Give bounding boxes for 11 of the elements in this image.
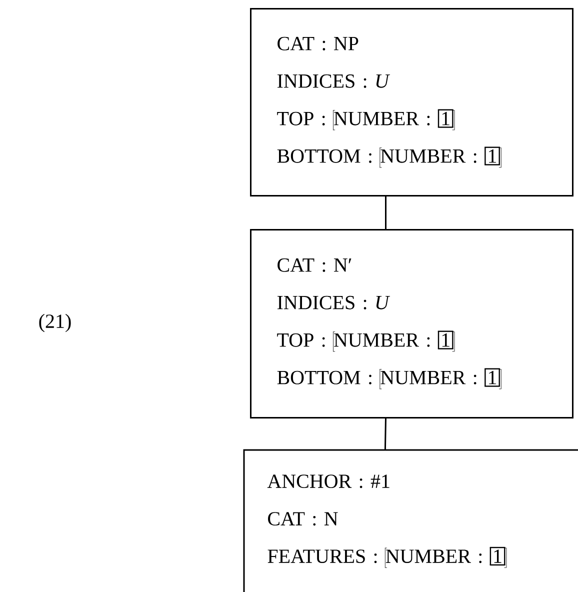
tag-box: 1 <box>484 146 500 166</box>
tag-box: 1 <box>438 109 454 128</box>
tag-box: 1 <box>438 330 454 350</box>
feature-structure-box: CAT : N′ INDICES : U TOP : NUMBER : 1 BOTTOM : NUMBER : 1 <box>250 229 574 418</box>
tree-branch-line <box>384 418 386 450</box>
tag-box: 1 <box>484 368 500 387</box>
tree-branch-line <box>385 196 386 229</box>
feature-structure-box: ANCHOR : #1 CAT : N FEATURES : NUMBER : 1 <box>243 449 578 592</box>
example-number: (21) <box>39 314 71 332</box>
tag-box: 1 <box>490 546 506 566</box>
feature-structure-box: CAT : NP INDICES : U TOP : NUMBER : 1 BOTTOM : NUMBER : 1 <box>250 8 574 196</box>
